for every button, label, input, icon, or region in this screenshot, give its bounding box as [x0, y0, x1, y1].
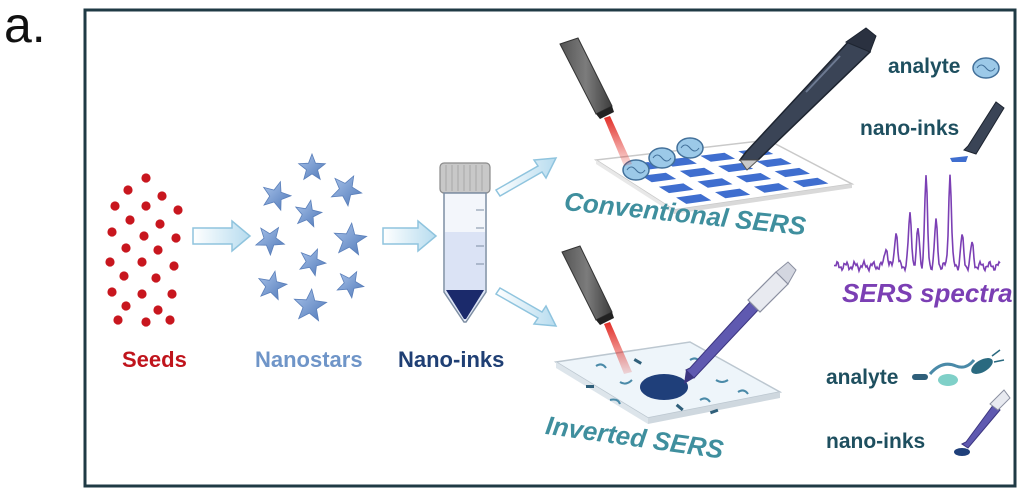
seed-particle — [121, 243, 131, 253]
seed-particle — [119, 271, 129, 281]
analyte-droplets — [622, 137, 704, 181]
nano-ink-vial — [439, 162, 491, 323]
arrow-to-conventional — [494, 157, 558, 197]
seed-particle — [153, 245, 163, 255]
legend-nano-inks-top: nano-inks — [860, 117, 960, 140]
seed-particle — [153, 305, 163, 315]
arrow-nanostars-to-vial — [382, 219, 438, 253]
seed-particle — [151, 273, 161, 283]
seed-particle — [113, 315, 123, 325]
seed-particle — [141, 173, 151, 183]
seed-particle — [169, 261, 179, 271]
nanostars-cluster — [254, 152, 368, 322]
label-sers-spectra: SERS spectra — [842, 278, 1013, 308]
nanostar-particle — [294, 199, 324, 228]
seed-particle — [105, 257, 115, 267]
nanostar-particle — [299, 248, 328, 277]
inverted-substrate — [553, 341, 783, 424]
label-nanostars: Nanostars — [255, 347, 363, 372]
laser-probe-top — [559, 37, 632, 166]
seed-particle — [110, 201, 120, 211]
legend-analyte-top: analyte — [888, 55, 961, 78]
seed-particle — [139, 231, 149, 241]
sers-spectrum — [833, 174, 1001, 274]
pen-top — [738, 27, 877, 171]
substrate-pad — [736, 173, 772, 183]
seed-particle — [125, 215, 135, 225]
seed-particle — [165, 315, 175, 325]
arrow-seeds-to-nanostars — [192, 219, 252, 253]
substrate-pad — [700, 152, 736, 162]
pipette-icon-legend — [954, 389, 1011, 456]
nanostar-particle — [333, 221, 368, 256]
nanostar-particle — [257, 270, 289, 301]
panel-letter: a. — [4, 0, 46, 53]
nanostar-particle — [336, 270, 365, 300]
substrate-pad — [715, 188, 751, 199]
substrate-pad — [658, 183, 694, 194]
seed-particle — [123, 185, 133, 195]
seed-particle — [137, 257, 147, 267]
bacteria-icon-legend — [912, 349, 1005, 386]
arrow-to-inverted — [494, 287, 558, 327]
substrate-pad — [679, 167, 715, 178]
seed-particle — [121, 301, 131, 311]
substrate-pad — [641, 172, 677, 183]
nanostar-particle — [297, 152, 327, 181]
pipette-bottom — [684, 261, 797, 384]
seed-particle — [173, 205, 183, 215]
laser-probe-bottom — [561, 245, 632, 374]
substrate-pad — [792, 177, 829, 188]
seed-particle — [141, 201, 151, 211]
seed-particle — [155, 219, 165, 229]
legend-nano-inks-bottom: nano-inks — [826, 430, 926, 453]
substrate-pad — [756, 158, 792, 168]
nanostar-particle — [293, 287, 328, 322]
seed-particle — [137, 289, 147, 299]
label-seeds: Seeds — [122, 347, 187, 372]
substrate-pad — [753, 183, 790, 193]
legend-analyte-bottom: analyte — [826, 366, 899, 389]
seeds-cluster — [105, 173, 183, 327]
seed-particle — [141, 317, 151, 327]
substrate-pad — [774, 167, 810, 178]
seed-particle — [107, 287, 117, 297]
pen-icon-legend — [950, 101, 1005, 162]
seed-particle — [157, 191, 167, 201]
label-nano-inks: Nano-inks — [398, 347, 505, 372]
nanostar-particle — [254, 226, 286, 257]
figure-frame — [83, 8, 1017, 488]
analyte-icon-top — [972, 57, 1000, 79]
nanostar-particle — [330, 175, 363, 208]
seed-particle — [107, 227, 117, 237]
substrate-pad — [676, 194, 712, 204]
seed-particle — [167, 289, 177, 299]
seed-particle — [171, 233, 181, 243]
nanostar-particle — [262, 180, 293, 212]
substrate-pad — [697, 178, 733, 188]
